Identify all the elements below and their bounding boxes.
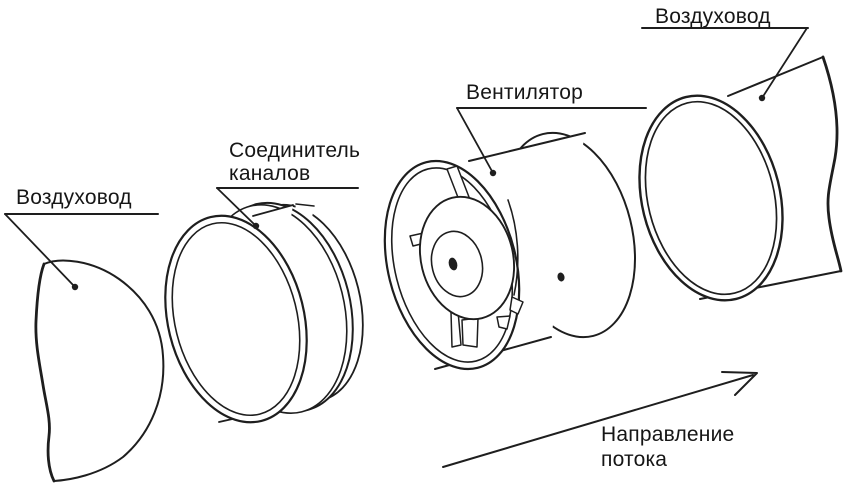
left-duct-leader-dot (71, 283, 79, 291)
right-duct-leader-dot (758, 94, 766, 102)
left-duct-leader-line (4, 213, 76, 288)
right-duct-leader-line (761, 27, 808, 99)
flow-arrow-head (721, 371, 758, 396)
label-left-duct: Воздуховод (16, 186, 132, 209)
connector-leader-dot (252, 222, 260, 230)
fan-axle-hole (448, 257, 458, 271)
connector-top-edge (252, 204, 294, 217)
right-duct-rim-inner (644, 100, 778, 296)
right-duct-drawing (638, 55, 843, 302)
connector-drawing (164, 201, 364, 424)
fan-top-edge (468, 132, 586, 162)
callouts (4, 27, 809, 291)
label-flow-direction: Направление потока (601, 423, 735, 471)
connector-top-edge-back (295, 203, 315, 207)
label-fan: Вентилятор (466, 81, 583, 104)
fan-blade-bottom (461, 317, 479, 348)
fan-blade-right-tab (509, 296, 524, 315)
connector-front-rim-outer (164, 214, 308, 424)
fan-drawing (383, 131, 637, 371)
flow-arrow-shaft (442, 374, 754, 468)
fan-blade-bottom-right (496, 315, 511, 330)
flow-arrow (442, 371, 758, 468)
label-right-duct: Воздуховод (655, 5, 771, 28)
fan-leader-line (456, 107, 494, 174)
left-duct-body (34, 259, 165, 482)
connector-leader-line (216, 187, 257, 227)
connector-front-rim-inner (171, 221, 301, 417)
fan-leader-dot (489, 169, 497, 177)
fan-screw (557, 272, 565, 282)
label-connector: Соединитель каналов (229, 139, 361, 185)
left-duct-drawing (34, 259, 165, 483)
right-duct-rim-outer (638, 94, 784, 302)
right-duct-wavy-cut-edge (821, 55, 843, 273)
fan-blade-right-arc (507, 199, 519, 296)
left-duct-wavy-cut-edge (34, 262, 56, 483)
